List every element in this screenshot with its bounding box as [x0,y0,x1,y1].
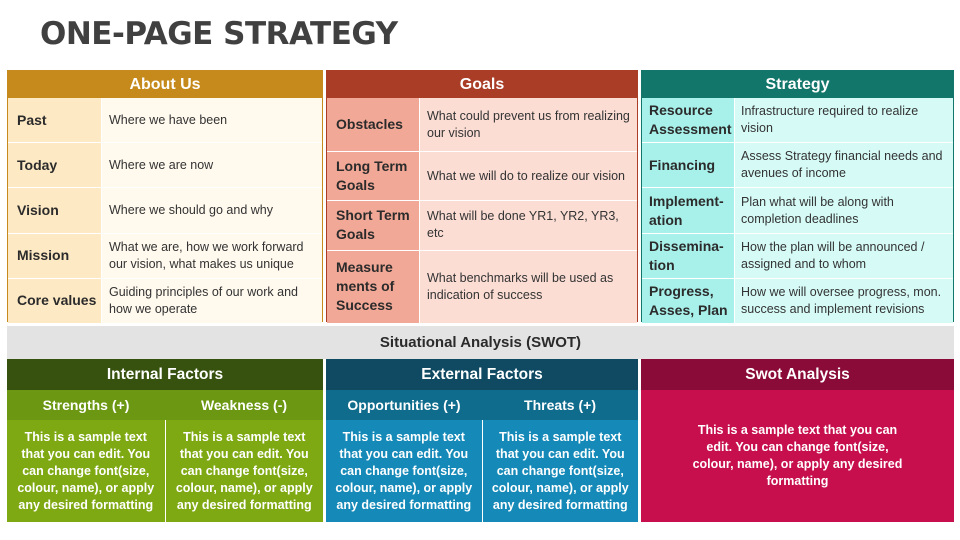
about-row-today: Today Where we are now [8,143,322,189]
row-value: How the plan will be announced / assigne… [735,233,953,278]
row-label: Financing [642,143,735,188]
goals-header: Goals [327,71,637,98]
threats-text: This is a sample text that you can edit.… [482,420,638,522]
internal-factors-block: Internal Factors Strengths (+) Weakness … [7,359,323,522]
strategy-header: Strategy [642,71,953,98]
strategy-row-progress: Progress, Asses, Plan How we will overse… [642,278,953,324]
row-label: Vision [8,188,102,233]
weakness-text: This is a sample text that you can edit.… [165,420,323,522]
weakness-label: Weakness (-) [165,390,323,420]
row-label: Today [8,143,102,188]
strengths-text: This is a sample text that you can edit.… [7,420,166,522]
row-value: What benchmarks will be used as indicati… [420,250,637,324]
row-value: Where we have been [102,98,322,143]
row-label: Implement-ation [642,188,735,233]
row-value: What we will do to realize our vision [420,152,637,201]
row-label: Resource Assessment [642,98,735,143]
about-us-header: About Us [8,71,322,98]
strategy-row-dissemination: Dissemina-tion How the plan will be anno… [642,233,953,279]
strengths-label: Strengths (+) [7,390,165,420]
row-label: Progress, Asses, Plan [642,278,735,324]
swot-analysis-text: This is a sample text that you can edit.… [692,423,903,488]
goals-row-obstacles: Obstacles What could prevent us from rea… [327,98,637,153]
opportunities-text: This is a sample text that you can edit.… [326,420,483,522]
threats-label: Threats (+) [482,390,638,420]
about-us-panel: About Us Past Where we have been Today W… [7,70,323,324]
external-factors-header: External Factors [326,359,638,390]
row-value: What we are, how we work forward our vis… [102,233,322,278]
row-value: Infrastructure required to realize visio… [735,98,953,143]
row-label: Short Term Goals [327,201,420,250]
goals-row-long-term: Long Term Goals What we will do to reali… [327,152,637,202]
swot-section-header: Situational Analysis (SWOT) [7,326,954,359]
goals-panel: Goals Obstacles What could prevent us fr… [326,70,638,324]
swot-analysis-header: Swot Analysis [641,359,954,390]
row-value: What will be done YR1, YR2, YR3, etc [420,201,637,250]
row-label: Long Term Goals [327,152,420,201]
row-value: How we will oversee progress, mon. succe… [735,278,953,324]
row-value: Where we should go and why [102,188,322,233]
row-value: Where we are now [102,143,322,188]
external-factors-block: External Factors Opportunities (+) Threa… [326,359,638,522]
row-label: Measure ments of Success [327,250,420,324]
strategy-panel: Strategy Resource Assessment Infrastruct… [641,70,954,324]
goals-row-short-term: Short Term Goals What will be done YR1, … [327,201,637,251]
row-value: Plan what will be along with completion … [735,188,953,233]
row-label: Obstacles [327,98,420,152]
row-label: Dissemina-tion [642,233,735,278]
strategy-row-resource: Resource Assessment Infrastructure requi… [642,98,953,144]
row-label: Core values [8,278,102,324]
page-title: ONE-PAGE STRATEGY [40,16,398,52]
about-row-vision: Vision Where we should go and why [8,188,322,234]
about-row-past: Past Where we have been [8,98,322,144]
row-label: Mission [8,233,102,278]
opportunities-label: Opportunities (+) [326,390,482,420]
strategy-row-implementation: Implement-ation Plan what will be along … [642,188,953,234]
row-value: What could prevent us from realizing our… [420,98,637,152]
about-row-mission: Mission What we are, how we work forward… [8,233,322,279]
strategy-row-financing: Financing Assess Strategy financial need… [642,143,953,189]
internal-factors-header: Internal Factors [7,359,323,390]
row-label: Past [8,98,102,143]
swot-analysis-block: Swot Analysis This is a sample text that… [641,359,954,522]
about-row-core-values: Core values Guiding principles of our wo… [8,278,322,324]
row-value: Assess Strategy financial needs and aven… [735,143,953,188]
row-value: Guiding principles of our work and how w… [102,278,322,324]
goals-row-measurements: Measure ments of Success What benchmarks… [327,250,637,324]
